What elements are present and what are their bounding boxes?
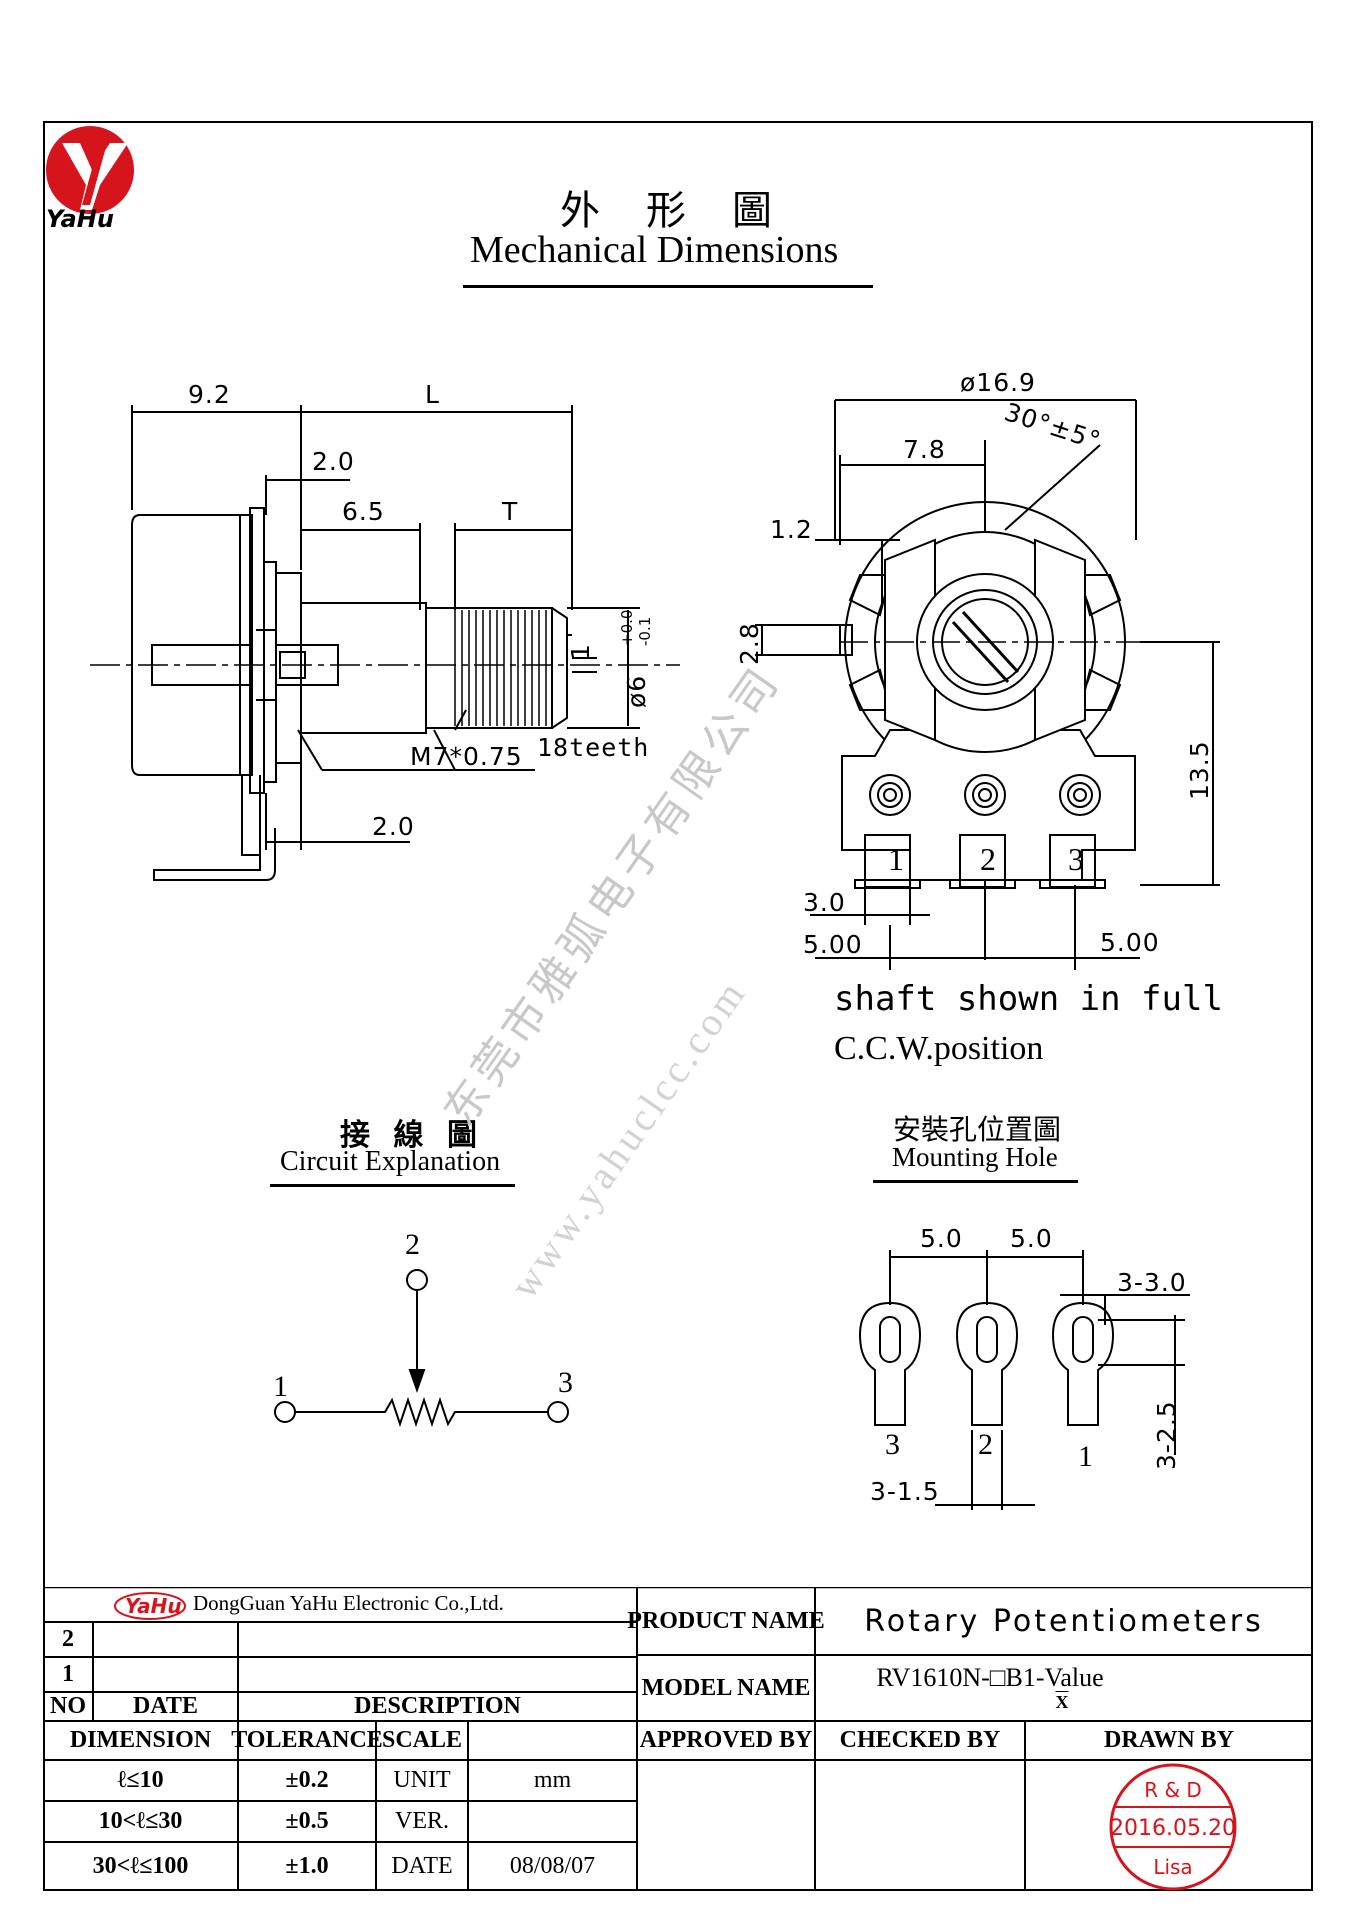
circuit-schematic bbox=[274, 1269, 569, 1428]
mount-dim-3-3-0: 3-3.0 bbox=[1117, 1268, 1187, 1297]
resistor-symbol bbox=[295, 1396, 548, 1428]
side-view-drawing bbox=[90, 405, 680, 881]
drawing-frame bbox=[43, 121, 1313, 1891]
circuit-underline bbox=[270, 1184, 515, 1187]
rd-stamp: R & D 2016.05.20 Lisa bbox=[1109, 1763, 1237, 1891]
svg-text:2016.05.20: 2016.05.20 bbox=[1110, 1816, 1236, 1841]
circuit-pin-wiper: 2 bbox=[405, 1228, 420, 1261]
dim-13-5: 13.5 bbox=[1185, 740, 1214, 800]
pin-2-label: 2 bbox=[980, 841, 996, 877]
tol-value-1: ±0.2 bbox=[285, 1767, 329, 1793]
dim-2-0-top: 2.0 bbox=[312, 447, 355, 476]
dim-phi6-tol-minus: -0.1 bbox=[636, 616, 654, 646]
title-block-logo: YaHu bbox=[114, 1592, 186, 1620]
tolerance-label: TOLERANCE bbox=[231, 1727, 383, 1753]
mounting-underline bbox=[873, 1180, 1078, 1183]
drawn-by-label: DRAWN BY bbox=[1103, 1727, 1234, 1753]
note-line-1: shaft shown in full bbox=[834, 979, 1223, 1019]
terminal-left bbox=[274, 1401, 296, 1423]
dim-5-00-right: 5.00 bbox=[1100, 928, 1160, 957]
thread-label: M7*0.75 bbox=[410, 742, 523, 771]
mount-dim-5-0-left: 5.0 bbox=[920, 1224, 963, 1253]
company-name: DongGuan YaHu Electronic Co.,Ltd. bbox=[193, 1590, 504, 1615]
unit-value: mm bbox=[533, 1767, 572, 1793]
note-line-2: C.C.W.position bbox=[834, 1030, 1044, 1067]
dim-1-2: 1.2 bbox=[770, 515, 813, 544]
mount-pin-2: 2 bbox=[978, 1428, 993, 1461]
title-block-grid bbox=[43, 1587, 1313, 1891]
mount-pin-1: 1 bbox=[1078, 1440, 1093, 1473]
dim-L: L bbox=[425, 380, 440, 409]
product-name-value: Rotary Potentiometers bbox=[864, 1603, 1264, 1639]
dim-phi16-9: ø16.9 bbox=[960, 368, 1036, 397]
dim-7-8: 7.8 bbox=[903, 435, 946, 464]
mounting-hole-drawing bbox=[858, 1250, 1190, 1510]
dim-1: 1 bbox=[566, 643, 595, 660]
col-no: NO bbox=[50, 1693, 86, 1719]
logo-text: YaHu bbox=[46, 205, 114, 233]
circuit-title-en: Circuit Explanation bbox=[280, 1146, 501, 1177]
tol-value-3: ±1.0 bbox=[285, 1853, 329, 1879]
date-label: DATE bbox=[391, 1853, 453, 1879]
mount-dim-5-0-right: 5.0 bbox=[1010, 1224, 1053, 1253]
tol-range-1: ℓ≤10 bbox=[117, 1767, 164, 1793]
unit-label: UNIT bbox=[393, 1767, 451, 1793]
mounting-title-en: Mounting Hole bbox=[892, 1142, 1058, 1172]
dim-T: T bbox=[502, 497, 519, 526]
mount-dim-3-2-5: 3-2.5 bbox=[1152, 1400, 1181, 1470]
dim-6-5: 6.5 bbox=[342, 497, 385, 526]
scale-label: SCALE bbox=[381, 1727, 463, 1753]
model-name-sub: X bbox=[1055, 1691, 1069, 1712]
title-en: Mechanical Dimensions bbox=[470, 229, 839, 271]
front-view-drawing bbox=[755, 399, 1220, 970]
dim-9-2: 9.2 bbox=[188, 380, 231, 409]
rev-row-1: 1 bbox=[62, 1661, 74, 1687]
date-value: 08/08/07 bbox=[509, 1853, 596, 1879]
model-name-label: MODEL NAME bbox=[641, 1674, 811, 1701]
title-underline bbox=[463, 285, 873, 288]
checked-by-label: CHECKED BY bbox=[839, 1727, 1001, 1753]
title-block: YaHu DongGuan YaHu Electronic Co.,Ltd. 2… bbox=[43, 1587, 1313, 1891]
svg-text:YaHu: YaHu bbox=[125, 1594, 182, 1618]
svg-text:Lisa: Lisa bbox=[1153, 1855, 1192, 1879]
mount-pin-3: 3 bbox=[885, 1428, 900, 1461]
mount-dim-3-1-5: 3-1.5 bbox=[870, 1477, 940, 1506]
terminal-right bbox=[547, 1401, 569, 1423]
circuit-pin-left: 1 bbox=[273, 1370, 288, 1403]
svg-text:R & D: R & D bbox=[1144, 1778, 1202, 1802]
tol-value-2: ±0.5 bbox=[285, 1808, 329, 1834]
dim-phi6-tol-plus: +0.0 bbox=[618, 609, 636, 646]
approved-by-label: APPROVED BY bbox=[639, 1727, 813, 1753]
pin-3-label: 3 bbox=[1068, 841, 1084, 877]
mounting-title-cn: 安裝孔位置圖 bbox=[893, 1115, 1062, 1146]
dimension-label: DIMENSION bbox=[69, 1727, 212, 1753]
dim-3-0: 3.0 bbox=[803, 888, 846, 917]
pin-1-label: 1 bbox=[888, 841, 904, 877]
dim-5-00-left: 5.00 bbox=[803, 930, 863, 959]
dim-2-0-bottom: 2.0 bbox=[372, 812, 415, 841]
col-date: DATE bbox=[133, 1693, 198, 1719]
yahu-logo: YaHu bbox=[46, 126, 134, 233]
model-name-value: RV1610N-□B1-Value bbox=[876, 1663, 1104, 1692]
dim-phi6: ø6 bbox=[622, 674, 651, 708]
rev-row-2: 2 bbox=[62, 1626, 74, 1652]
wiper-terminal bbox=[406, 1269, 428, 1291]
col-description: DESCRIPTION bbox=[354, 1693, 521, 1719]
ver-label: VER. bbox=[395, 1808, 449, 1834]
title-cn: 外 形 圖 bbox=[560, 188, 790, 233]
teeth-label: 18teeth bbox=[537, 733, 650, 762]
circuit-pin-right: 3 bbox=[558, 1366, 573, 1399]
circuit-title-cn: 接 線 圖 bbox=[340, 1119, 485, 1152]
product-name-label: PRODUCT NAME bbox=[627, 1607, 825, 1634]
tol-range-3: 30<ℓ≤100 bbox=[92, 1853, 189, 1879]
tol-range-2: 10<ℓ≤30 bbox=[98, 1808, 183, 1834]
